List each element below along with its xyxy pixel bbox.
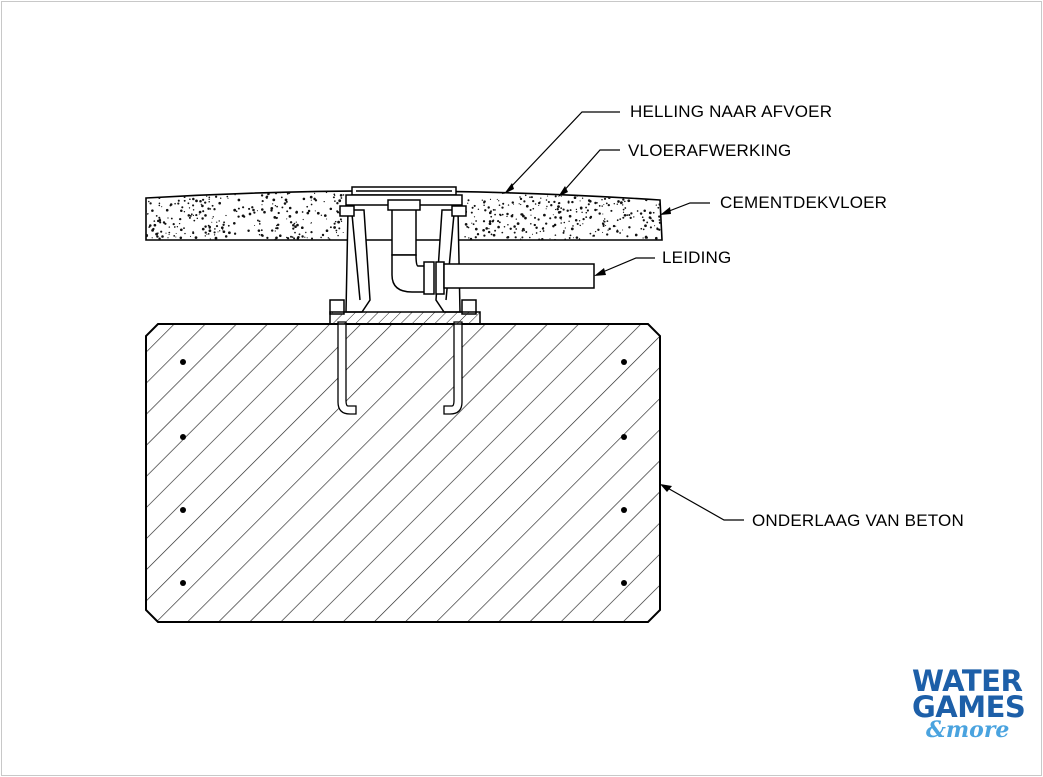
- label-pipe: LEIDING: [662, 248, 732, 267]
- leader-arrowheads: [504, 183, 672, 492]
- concrete-base: [145, 321, 661, 623]
- label-slope-to-drain: HELLING NAAR AFVOER: [630, 102, 833, 121]
- anchor-bolts: [337, 321, 463, 415]
- rebar-dots: [180, 359, 627, 586]
- label-concrete-base: ONDERLAAG VAN BETON: [752, 511, 964, 530]
- logo-line-water: WATER: [912, 664, 1023, 698]
- logo-line-more: &more: [926, 717, 1010, 743]
- leader-lines: [507, 111, 744, 521]
- label-cement-screed: CEMENTDEKVLOER: [720, 193, 888, 212]
- water-games-logo: WATER GAMES &more: [912, 664, 1026, 743]
- label-floor-finish: VLOERAFWERKING: [628, 141, 792, 160]
- floor-drain-body: [329, 186, 595, 325]
- logo-line-games: GAMES: [912, 690, 1026, 724]
